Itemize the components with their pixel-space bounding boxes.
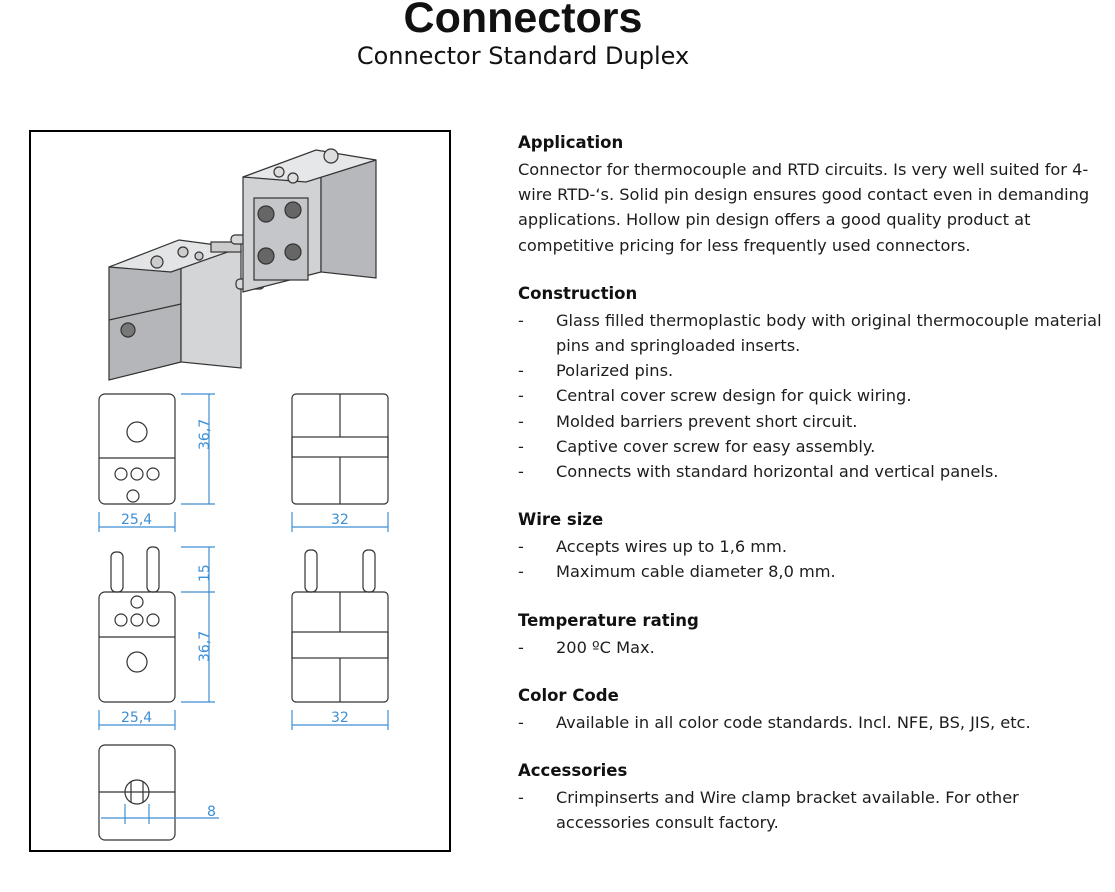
- application-text: Connector for thermocouple and RTD circu…: [518, 160, 1090, 255]
- dim-width-top: 25,4: [121, 512, 152, 528]
- rear-view: [98, 744, 176, 841]
- list-item: -Maximum cable diameter 8,0 mm.: [518, 562, 836, 582]
- dim-pin: 15: [197, 564, 213, 582]
- side-view-female: [291, 393, 389, 505]
- specifications: Application Connector for thermocouple a…: [518, 132, 1108, 860]
- list-item: -Accepts wires up to 1,6 mm.: [518, 537, 787, 557]
- dim-height-bottom: 36,7: [197, 631, 213, 662]
- section-temperature: Temperature rating -200 ºC Max.: [518, 610, 1108, 660]
- list-item: -Captive cover screw for easy assembly.: [518, 436, 876, 456]
- page-title: Connectors: [403, 0, 643, 42]
- dim-side-bottom: 32: [331, 710, 349, 726]
- side-view-male: [291, 549, 389, 703]
- construction-heading: Construction: [518, 283, 638, 303]
- front-view-female: [98, 393, 176, 505]
- application-heading: Application: [518, 133, 624, 152]
- color-code-heading: Color Code: [518, 685, 619, 705]
- wire-size-heading: Wire size: [518, 510, 604, 530]
- dim-lines-1: [98, 393, 215, 532]
- connector-drawing: 36,7 25,4 32: [98, 148, 389, 841]
- dim-width-bottom: 25,4: [121, 710, 152, 726]
- dim-height-top: 36,7: [197, 419, 213, 450]
- section-accessories: Accessories -Crimpinserts and Wire clamp…: [518, 760, 1108, 835]
- section-application: Application Connector for thermocouple a…: [518, 132, 1108, 258]
- list-item: -Polarized pins.: [518, 361, 674, 381]
- page-subtitle: Connector Standard Duplex: [356, 42, 690, 70]
- front-view-male: [98, 546, 176, 703]
- male-connector-3d: [108, 234, 265, 381]
- list-item: -Available in all color code standards. …: [518, 712, 1031, 732]
- accessories-heading: Accessories: [518, 761, 628, 781]
- list-item: -Connects with standard horizontal and v…: [518, 462, 999, 482]
- technical-drawing-panel: 36,7 25,4 32: [29, 130, 451, 852]
- list-item: -Molded barriers prevent short circuit.: [518, 411, 858, 431]
- list-item: -Glass filled thermoplastic body with or…: [518, 310, 1102, 356]
- dim-cable: 8: [207, 804, 216, 820]
- section-wire-size: Wire size -Accepts wires up to 1,6 mm. -…: [518, 509, 1108, 584]
- dim-side-top: 32: [331, 512, 349, 528]
- section-construction: Construction -Glass filled thermoplastic…: [518, 283, 1108, 484]
- section-color-code: Color Code -Available in all color code …: [518, 685, 1108, 735]
- list-item: -Crimpinserts and Wire clamp bracket ava…: [518, 788, 1019, 833]
- list-item: -Central cover screw design for quick wi…: [518, 386, 912, 406]
- list-item: -200 ºC Max.: [518, 637, 655, 657]
- female-connector-3d: [242, 148, 377, 293]
- temperature-heading: Temperature rating: [518, 610, 699, 630]
